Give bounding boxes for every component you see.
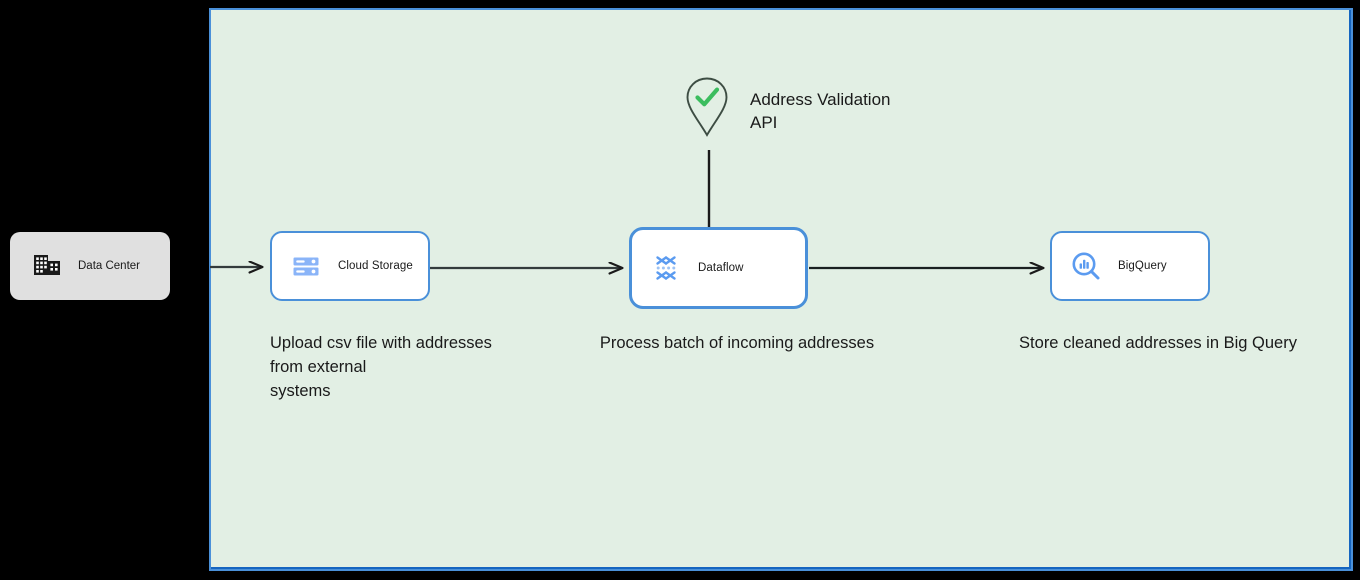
node-dataflow-label: Dataflow	[698, 262, 744, 274]
node-data-center[interactable]: Data Center	[10, 232, 170, 300]
node-cloud-storage[interactable]: Cloud Storage	[270, 231, 430, 301]
node-cloud-storage-label: Cloud Storage	[338, 260, 413, 272]
cloud-storage-icon	[290, 250, 322, 282]
caption-bigquery: Store cleaned addresses in Big Query	[1019, 334, 1297, 352]
node-address-validation-api[interactable]: Address Validation API	[684, 76, 891, 138]
caption-dataflow: Process batch of incoming addresses	[599, 334, 875, 352]
node-bigquery-label: BigQuery	[1118, 260, 1167, 272]
node-bigquery[interactable]: BigQuery	[1050, 231, 1210, 301]
node-dataflow[interactable]: Dataflow	[629, 227, 808, 309]
caption-cloud-storage: Upload csv file with addresses from exte…	[270, 334, 492, 400]
building-icon	[32, 251, 62, 281]
node-address-validation-api-label: Address Validation API	[750, 90, 891, 132]
node-data-center-label: Data Center	[78, 260, 141, 272]
dataflow-icon	[650, 252, 682, 284]
location-pin-check-icon	[684, 76, 730, 138]
bigquery-icon	[1070, 250, 1102, 282]
